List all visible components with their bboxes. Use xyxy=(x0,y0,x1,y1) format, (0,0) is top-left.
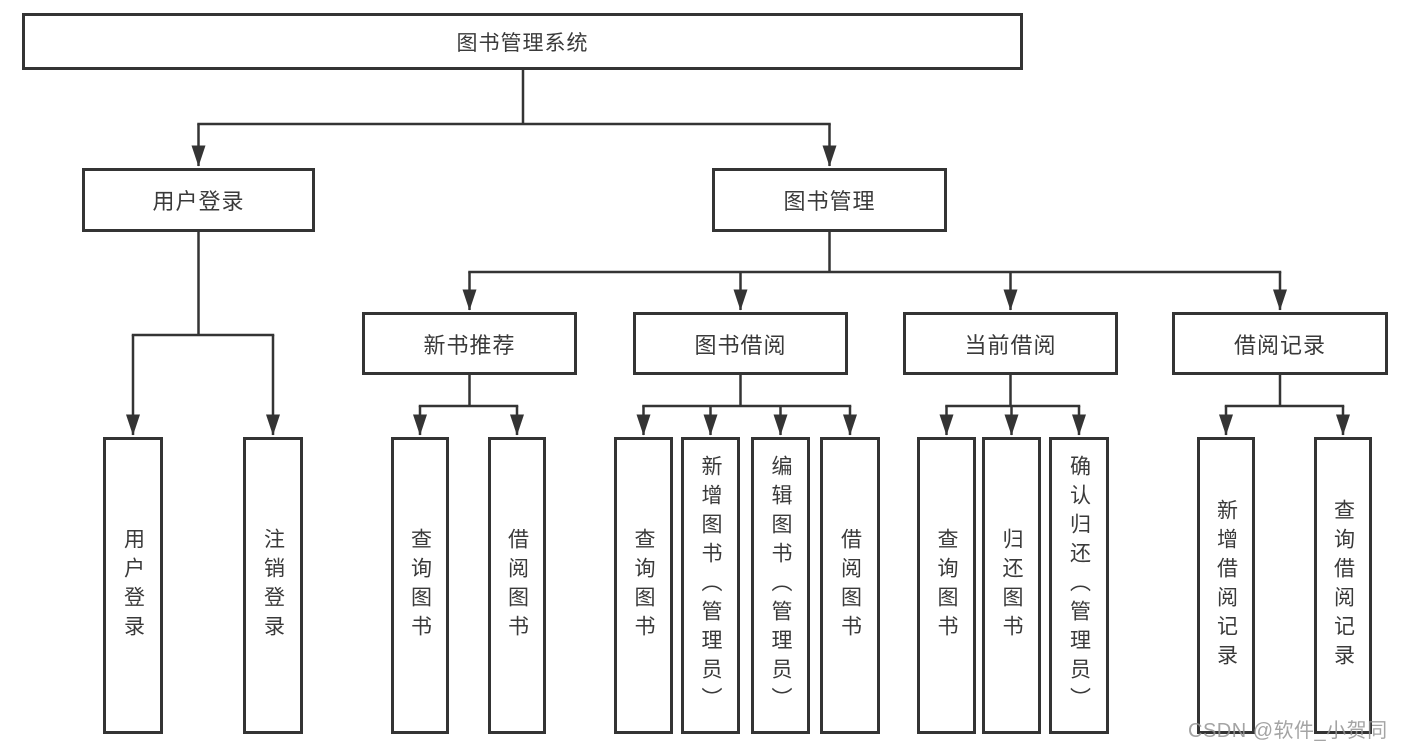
node-leaf-user-login: 用户登录 xyxy=(103,437,163,734)
node-leaf-logout: 注销登录 xyxy=(243,437,303,734)
node-current-borrowing: 当前借阅 xyxy=(903,312,1118,375)
node-borrowing-records: 借阅记录 xyxy=(1172,312,1388,375)
node-leaf-cb-query-books: 查询图书 xyxy=(917,437,976,734)
node-book-borrowing: 图书借阅 xyxy=(633,312,848,375)
node-leaf-br-query-record: 查询借阅记录 xyxy=(1314,437,1372,734)
node-leaf-cb-return-books: 归还图书 xyxy=(982,437,1041,734)
node-user-login: 用户登录 xyxy=(82,168,315,232)
node-leaf-cb-confirm-return-admin: 确认归还（管理员） xyxy=(1049,437,1109,734)
node-leaf-bb-edit-books-admin: 编辑图书（管理员） xyxy=(751,437,810,734)
node-leaf-nbr-query-books: 查询图书 xyxy=(391,437,449,734)
node-leaf-bb-borrow-books: 借阅图书 xyxy=(820,437,880,734)
watermark: CSDN @软件_小贺同学 xyxy=(1188,720,1388,742)
node-leaf-nbr-borrow-books: 借阅图书 xyxy=(488,437,546,734)
node-leaf-bb-query-books: 查询图书 xyxy=(614,437,673,734)
node-new-book-recommendation: 新书推荐 xyxy=(362,312,577,375)
node-book-management: 图书管理 xyxy=(712,168,947,232)
node-leaf-br-add-record: 新增借阅记录 xyxy=(1197,437,1255,734)
node-library-management-system: 图书管理系统 xyxy=(22,13,1023,70)
node-leaf-bb-add-books-admin: 新增图书（管理员） xyxy=(681,437,740,734)
